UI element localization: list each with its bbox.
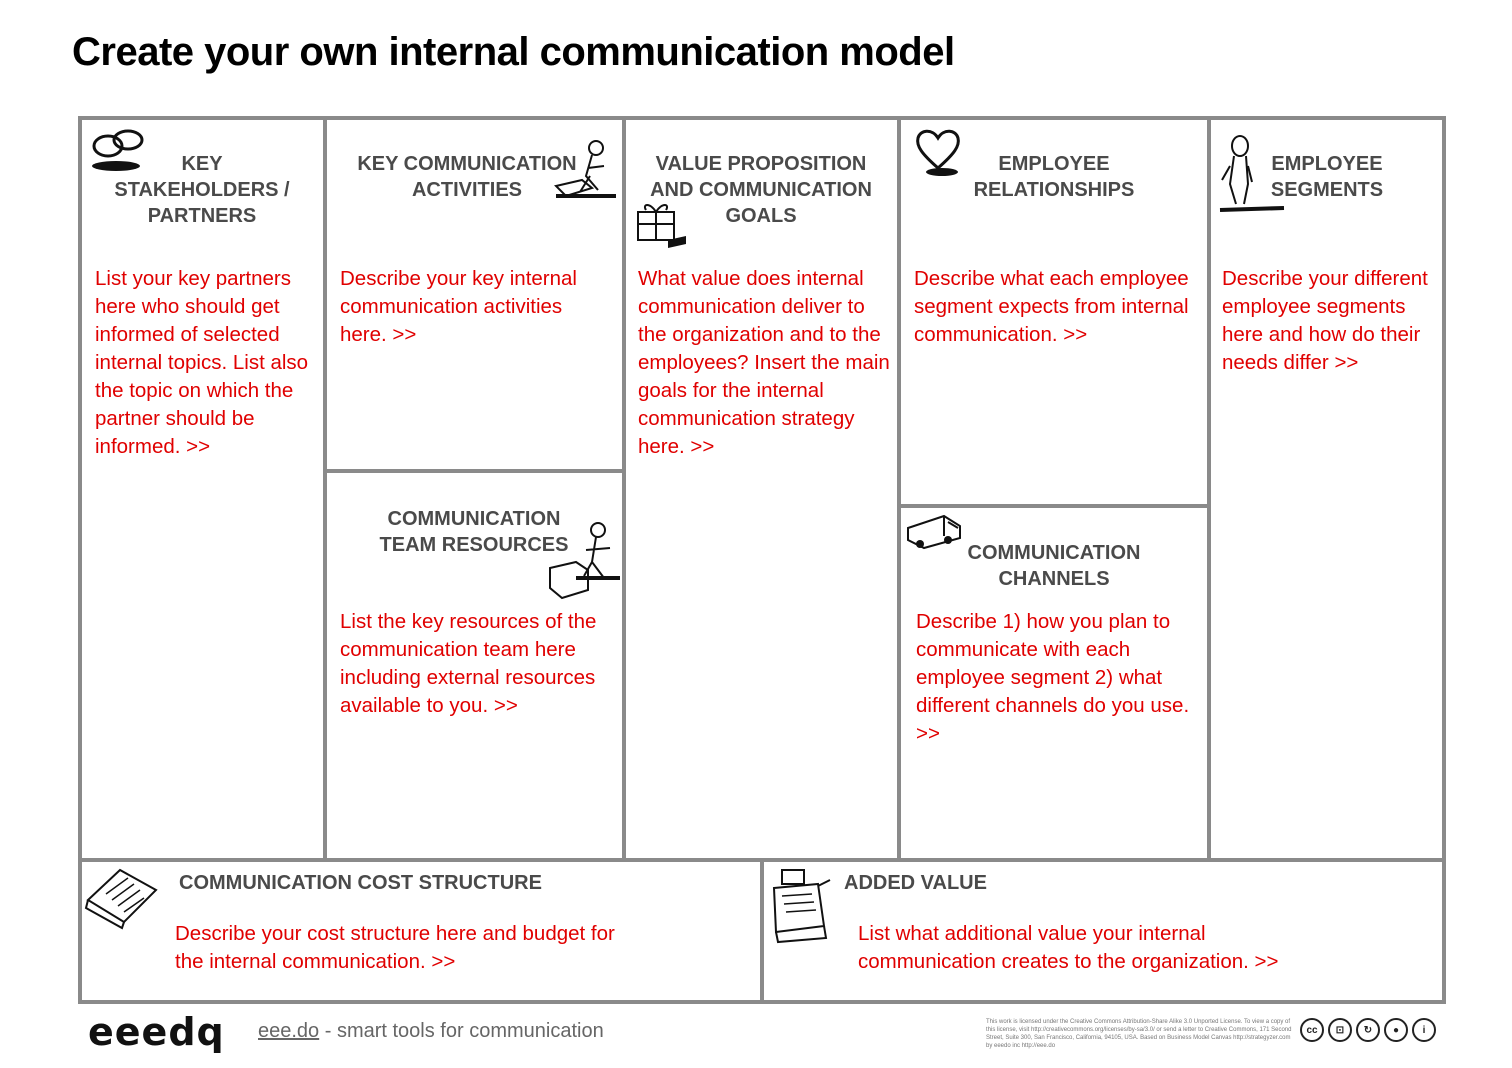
canvas-grid bbox=[78, 116, 1446, 1004]
key-partners-heading: KEY STAKEHOLDERS / PARTNERS bbox=[114, 153, 290, 227]
channels-heading: COMMUNICATION CHANNELS bbox=[967, 542, 1141, 590]
eeedo-logo: eeedq bbox=[88, 1010, 225, 1054]
cc-license-icons[interactable]: cc ⊡ ↻ ● i bbox=[1300, 1018, 1436, 1042]
bottom-col-divider bbox=[760, 860, 764, 1002]
employee-relationships-heading: EMPLOYEE RELATIONSHIPS bbox=[973, 153, 1135, 201]
footer-tagline: eee.do - smart tools for communication bbox=[258, 1020, 604, 1043]
employee-segments-body: Describe your different employee segment… bbox=[1222, 267, 1428, 374]
truck-icon bbox=[907, 514, 961, 550]
added-value-heading: ADDED VALUE bbox=[844, 872, 987, 894]
value-proposition-body: What value does internal communication d… bbox=[638, 267, 890, 458]
col-divider-4 bbox=[1207, 116, 1211, 860]
cash-register-icon bbox=[772, 869, 831, 944]
team-resources-body: List the key resources of the communicat… bbox=[340, 610, 597, 717]
nc-icon: ● bbox=[1384, 1018, 1408, 1042]
border-right bbox=[1442, 116, 1446, 1004]
cost-structure-heading: COMMUNICATION COST STRUCTURE bbox=[179, 872, 542, 894]
license-text: This work is licensed under the Creative… bbox=[986, 1019, 1292, 1049]
col-divider-2 bbox=[622, 116, 626, 860]
key-partners-body: List your key partners here who should g… bbox=[95, 267, 309, 458]
activities-resources-divider bbox=[325, 469, 624, 473]
channels-body: Describe 1) how you plan to communicate … bbox=[916, 610, 1190, 745]
person-icon bbox=[1219, 135, 1285, 212]
value-proposition-heading: VALUE PROPOSITION AND COMMUNICATION GOAL… bbox=[650, 153, 872, 227]
chain-link-icon bbox=[92, 129, 144, 171]
worker-icon bbox=[554, 140, 616, 198]
border-left bbox=[78, 116, 82, 1004]
col-divider-3 bbox=[897, 116, 901, 860]
cc-icon: cc bbox=[1300, 1018, 1324, 1042]
col-divider-1 bbox=[323, 116, 327, 860]
by-icon: ⊡ bbox=[1328, 1018, 1352, 1042]
cost-structure-body: Describe your cost structure here and bu… bbox=[175, 922, 615, 973]
relationships-channels-divider bbox=[899, 504, 1209, 508]
eeedo-link[interactable]: eee.do bbox=[258, 1020, 320, 1042]
worker-box-icon bbox=[549, 522, 620, 600]
heart-icon bbox=[916, 129, 960, 176]
key-activities-body: Describe your key internal communication… bbox=[340, 267, 577, 346]
border-bottom bbox=[78, 1000, 1446, 1004]
info-icon: i bbox=[1412, 1018, 1436, 1042]
added-value-body: List what additional value your internal… bbox=[858, 922, 1279, 973]
sa-icon: ↻ bbox=[1356, 1018, 1380, 1042]
border-top bbox=[78, 116, 1446, 120]
team-resources-heading: COMMUNICATION TEAM RESOURCES bbox=[379, 508, 569, 556]
receipt-icon bbox=[84, 868, 158, 930]
key-activities-heading: KEY COMMUNICATION ACTIVITIES bbox=[357, 153, 577, 201]
employee-relationships-body: Describe what each employee segment expe… bbox=[914, 267, 1189, 346]
employee-segments-heading: EMPLOYEE SEGMENTS bbox=[1270, 153, 1384, 201]
gift-icon bbox=[637, 204, 686, 248]
tagline-text: - smart tools for communication bbox=[319, 1020, 604, 1042]
page-title: Create your own internal communication m… bbox=[72, 30, 955, 74]
